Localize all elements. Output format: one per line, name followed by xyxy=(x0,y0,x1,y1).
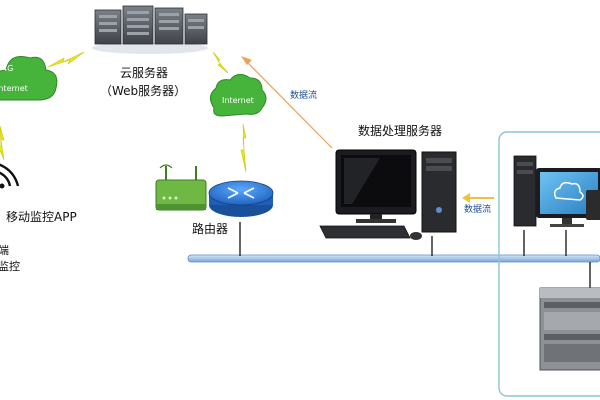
wifi-signal-icon xyxy=(0,163,20,189)
arrow-icon xyxy=(462,193,494,203)
desktop-computer-icon xyxy=(319,149,457,240)
desktop-computer-icon-right xyxy=(513,155,600,227)
edge-text-1: 端 xyxy=(0,244,9,257)
data-server-label: 数据处理服务器 xyxy=(358,124,443,138)
badge-4g: 4G xyxy=(2,64,14,73)
plc-module-icon xyxy=(539,287,600,371)
internet-left-label: Internet xyxy=(0,84,28,93)
data-flow-mid-label: 数据流 xyxy=(464,205,492,215)
cloud-server-label: 云服务器 xyxy=(120,66,169,80)
edge-text-2: 监控 xyxy=(0,260,20,273)
internet-center-label: Internet xyxy=(222,96,254,105)
mobile-app-label: 移动监控APP xyxy=(6,210,77,224)
router-icon xyxy=(208,180,274,217)
arrow-icon xyxy=(241,56,333,149)
network-bus xyxy=(187,222,600,290)
wifi-router-icon xyxy=(155,164,207,211)
router-label: 路由器 xyxy=(192,222,229,236)
server-rack-icon xyxy=(92,5,208,54)
cloud-icon-center xyxy=(210,74,267,117)
equipment-frame xyxy=(498,131,600,397)
web-server-label: （Web服务器） xyxy=(100,84,187,98)
data-flow-top-label: 数据流 xyxy=(290,91,318,101)
lightning-icon xyxy=(0,51,247,173)
cloud-icon-left xyxy=(0,56,58,101)
